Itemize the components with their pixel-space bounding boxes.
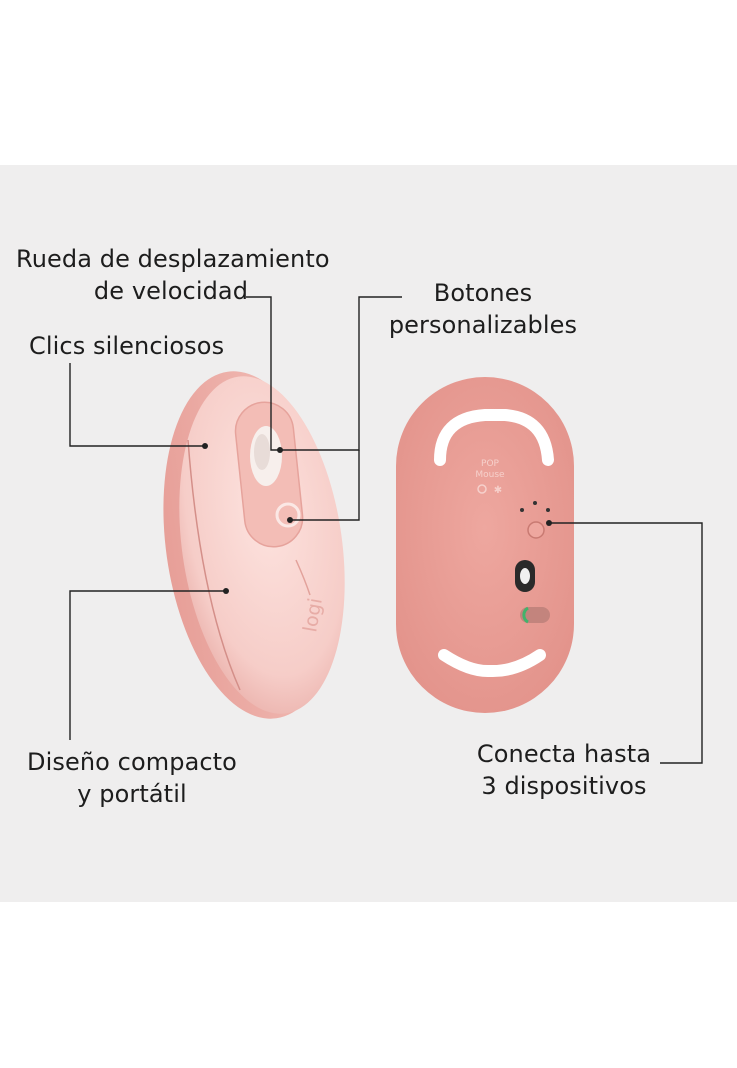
bottom-glide-pad [438,649,546,678]
scroll-callout-line [246,296,280,451]
bluetooth-icon: ✱ [494,485,502,496]
compact-design-callout: Diseño compacto y portátil [24,746,240,810]
model-name-line2: Mouse [475,470,505,480]
clicks-callout-line [69,363,205,447]
callout-dots [202,443,552,594]
callout-lines [69,296,703,764]
buttons-callout-line-b [290,450,360,521]
connect-devices-callout: Conecta hasta 3 dispositivos [472,738,656,802]
channel-button [527,521,545,539]
power-switch [520,607,550,623]
mouse-top-view: logi [163,371,345,719]
buttons-callout-line-a [282,296,402,451]
silent-clicks-callout: Clics silenciosos [29,330,224,362]
easy-switch-icon [477,484,487,494]
connect-callout-line [549,522,703,764]
design-callout-line2: y portátil [77,780,187,808]
emoji-button-icon [275,502,301,528]
buttons-callout-line2: personalizables [388,311,578,339]
scroll-wheel-callout: Rueda de desplazamiento de velocidad [16,243,330,307]
model-name-line1: POP [481,459,500,469]
design-callout-line1: Diseño compacto [27,748,237,776]
scroll-callout-line2: de velocidad [93,277,249,305]
scroll-callout-line1: Rueda de desplazamiento [16,245,330,273]
design-callout-line [69,590,226,740]
mouse-bottom-view: POP Mouse ✱ [396,377,574,713]
product-panel [0,165,737,902]
custom-buttons-callout: Botones personalizables [383,277,583,341]
clicks-callout-text: Clics silenciosos [29,332,225,360]
connect-callout-line1: Conecta hasta [476,740,652,768]
connect-callout-line2: 3 dispositivos [481,772,647,800]
top-glide-pad [434,409,554,466]
buttons-callout-line1: Botones [433,279,533,307]
